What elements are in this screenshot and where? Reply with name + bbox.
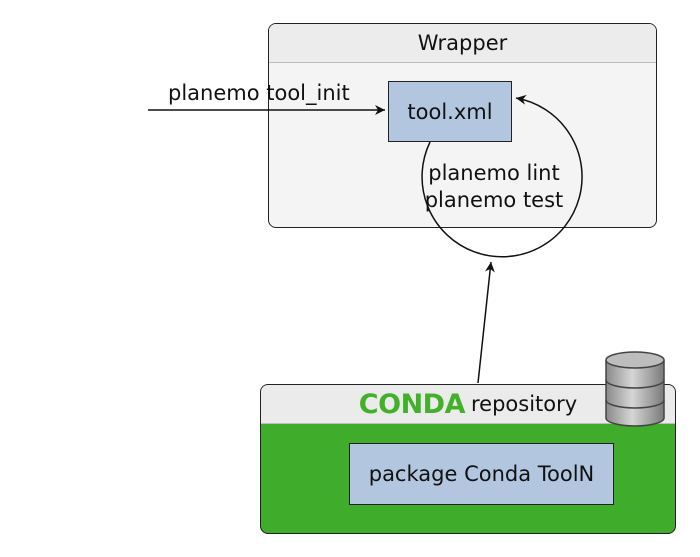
package-node: package Conda ToolN [349, 443, 614, 505]
package-to-loop-arrow [477, 261, 495, 384]
test-command-label: planemo test [424, 188, 564, 212]
loop-commands: planemo lint planemo test [414, 160, 574, 214]
database-icon [605, 351, 665, 427]
tool-xml-node: tool.xml [388, 81, 512, 142]
conda-logo: CONDA [358, 388, 466, 420]
lint-command-label: planemo lint [428, 161, 560, 185]
wrapper-title: Wrapper [269, 24, 656, 63]
init-command-label: planemo tool_init [168, 81, 350, 105]
repository-title: repository [470, 392, 578, 416]
